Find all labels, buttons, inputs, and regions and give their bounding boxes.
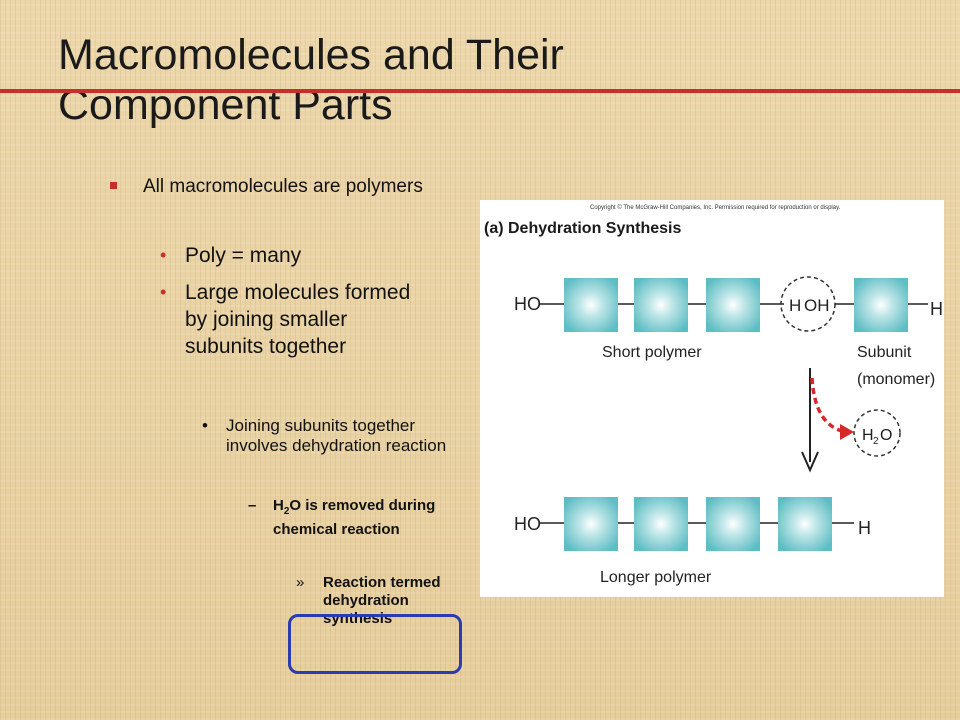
reaction-arrow-head bbox=[801, 451, 819, 473]
monomer-square bbox=[564, 497, 618, 551]
bullet-level3: • Joining subunits together involves deh… bbox=[202, 416, 467, 456]
figure-copyright: Copyright © The McGraw-Hill Companies, I… bbox=[590, 204, 841, 211]
water-arrow-head bbox=[840, 424, 854, 440]
monomer-square bbox=[778, 497, 832, 551]
h-label-bottom: H bbox=[858, 518, 871, 538]
water-h: H bbox=[273, 497, 284, 514]
guillemet-bullet-icon: » bbox=[296, 574, 305, 591]
h-label-top: H bbox=[930, 299, 943, 319]
h-label-in-circle: H bbox=[789, 296, 801, 315]
highlight-box bbox=[288, 614, 462, 674]
monomer-square bbox=[854, 278, 908, 332]
water-h: H bbox=[862, 427, 874, 444]
dot-bullet-icon: • bbox=[202, 416, 208, 435]
title-underline bbox=[0, 89, 960, 93]
bullet-level2-poly: • Poly = many bbox=[160, 242, 400, 269]
slide-title: Macromolecules and Their Component Parts bbox=[58, 31, 564, 129]
water-subscript: 2 bbox=[873, 436, 879, 447]
ho-label-top: HO bbox=[514, 294, 541, 314]
monomer-label: (monomer) bbox=[857, 371, 935, 388]
dash-bullet-icon: – bbox=[248, 497, 257, 514]
monomer-square bbox=[706, 497, 760, 551]
bullet-level4: – H2O is removed during chemical reactio… bbox=[248, 497, 458, 539]
dot-bullet-icon: • bbox=[160, 282, 167, 302]
figure-heading: (a) Dehydration Synthesis bbox=[484, 220, 681, 237]
monomer-square bbox=[634, 497, 688, 551]
bullet-text: Joining subunits together involves dehyd… bbox=[226, 416, 447, 455]
water-o: O bbox=[880, 427, 892, 444]
square-bullet-icon bbox=[110, 182, 117, 189]
bullet-rest: O is removed during chemical reaction bbox=[273, 497, 436, 538]
dehydration-synthesis-figure: Copyright © The McGraw-Hill Companies, I… bbox=[480, 200, 944, 597]
water-circle bbox=[853, 409, 901, 457]
subunit-label: Subunit bbox=[857, 344, 912, 361]
oh-label: OH bbox=[804, 296, 830, 315]
bullet-level2-large-molecules: • Large molecules formed by joining smal… bbox=[160, 279, 430, 360]
short-polymer-label: Short polymer bbox=[602, 344, 702, 361]
bullet-text: All macromolecules are polymers bbox=[143, 176, 423, 197]
monomer-square bbox=[564, 278, 618, 332]
bullet-text: Large molecules formed by joining smalle… bbox=[185, 281, 411, 358]
longer-polymer-label: Longer polymer bbox=[600, 569, 712, 586]
dot-bullet-icon: • bbox=[160, 245, 167, 265]
monomer-square bbox=[634, 278, 688, 332]
monomer-square bbox=[706, 278, 760, 332]
bullet-level1: All macromolecules are polymers bbox=[110, 176, 440, 198]
bullet-text: H2O is removed during chemical reaction bbox=[273, 497, 458, 539]
water-subscript: 2 bbox=[283, 506, 290, 517]
ho-label-bottom: HO bbox=[514, 514, 541, 534]
bullet-text: Poly = many bbox=[185, 244, 302, 267]
